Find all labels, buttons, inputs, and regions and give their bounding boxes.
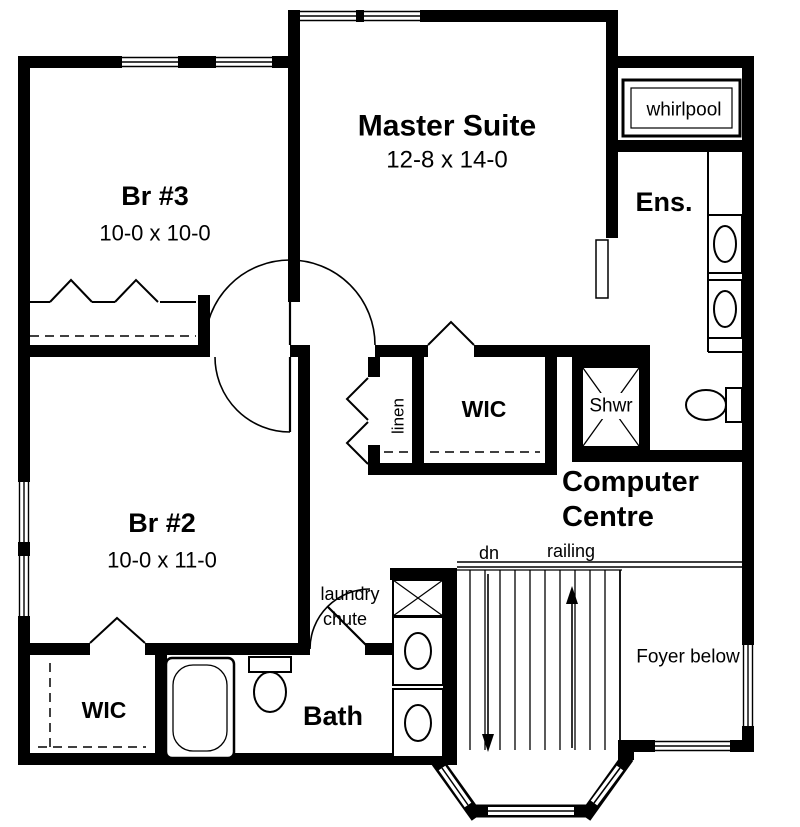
ensuite-toilet xyxy=(685,387,743,423)
shower-label: Shwr xyxy=(589,396,633,417)
stairs xyxy=(457,561,742,752)
labels: Master Suite 12-8 x 14-0 Br #3 10-0 x 10… xyxy=(82,100,740,732)
br3-dimensions: 10-0 x 10-0 xyxy=(99,221,210,246)
wic-br2-label: WIC xyxy=(82,697,127,723)
bath-label: Bath xyxy=(303,701,363,731)
closet-shelf-lines xyxy=(30,335,540,748)
ensuite-vanity xyxy=(707,152,743,353)
closet-doors xyxy=(30,278,475,644)
master-suite-dimensions: 12-8 x 14-0 xyxy=(386,147,507,174)
br2-dimensions: 10-0 x 11-0 xyxy=(107,548,217,573)
whirlpool-tub xyxy=(621,78,742,138)
dn-label: dn xyxy=(479,543,499,563)
railing-label: railing xyxy=(547,541,595,561)
laundry-chute-label-line1: laundry xyxy=(320,584,379,604)
stair-risers xyxy=(457,569,622,750)
wic-hall-label: WIC xyxy=(462,396,507,422)
laundry-chute-label-line2: chute xyxy=(323,609,367,629)
computer-centre-label-line2: Centre xyxy=(562,501,654,533)
ensuite-label: Ens. xyxy=(635,187,692,217)
door-swings xyxy=(204,239,609,650)
up-arrow xyxy=(566,586,578,748)
windows xyxy=(18,10,754,752)
interior-walls xyxy=(18,140,754,765)
bay-window xyxy=(428,753,634,821)
whirlpool-label: whirlpool xyxy=(646,100,722,121)
bathtub xyxy=(164,656,236,760)
br3-label: Br #3 xyxy=(121,181,189,211)
foyer-below-label: Foyer below xyxy=(636,647,740,668)
bath-toilet xyxy=(248,656,292,713)
down-arrow xyxy=(482,574,494,752)
laundry-chute-box xyxy=(392,579,444,617)
computer-centre-label-line1: Computer xyxy=(562,466,699,498)
shower-stall xyxy=(572,357,650,457)
bath-vanity xyxy=(392,616,444,758)
br2-label: Br #2 xyxy=(128,508,196,538)
linen-label: linen xyxy=(389,398,408,434)
railing-line xyxy=(457,561,742,568)
master-suite-label: Master Suite xyxy=(358,110,536,143)
